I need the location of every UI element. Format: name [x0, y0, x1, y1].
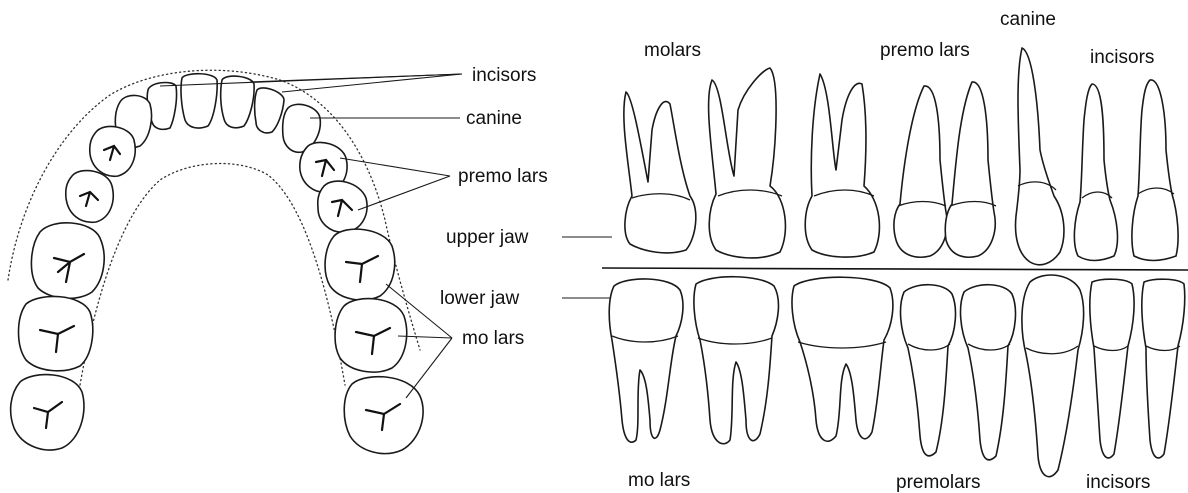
- dental-arch: [8, 70, 423, 453]
- lower-canine: [1022, 275, 1084, 477]
- upper-teeth: [624, 48, 1178, 265]
- lower-molar-3: [609, 279, 683, 442]
- lower-molar-2: [694, 277, 779, 444]
- leader-premolars-1: [340, 158, 450, 176]
- upper-premolar-2: [894, 86, 947, 257]
- upper-molar-3: [624, 92, 696, 253]
- lower-teeth: [609, 275, 1185, 477]
- upper-canine: [1016, 48, 1064, 265]
- label-arch-premolars: premo lars: [458, 166, 548, 187]
- label-arch-canine: canine: [466, 108, 522, 129]
- leader-molars-3: [406, 338, 452, 398]
- label-bottom-incisors: incisors: [1086, 472, 1150, 493]
- lower-incisor-1: [1142, 279, 1185, 458]
- lower-premolar-1: [961, 285, 1016, 460]
- lower-premolar-2: [901, 285, 956, 456]
- lower-molar-1: [792, 277, 893, 441]
- upper-premolar-1: [945, 82, 995, 257]
- arch-premolar-right-2: [318, 181, 367, 232]
- leader-incisors-3: [282, 74, 462, 92]
- arch-incisor-4: [255, 88, 284, 133]
- label-arch-incisors: incisors: [472, 65, 536, 86]
- label-upper-jaw: upper jaw: [446, 227, 529, 248]
- upper-incisor-1: [1132, 80, 1178, 261]
- label-bottom-molars: mo lars: [628, 470, 690, 491]
- upper-incisor-2: [1074, 84, 1117, 261]
- lower-incisor-2: [1090, 279, 1134, 458]
- leader-incisors-2: [250, 74, 462, 82]
- upper-molar-2: [709, 68, 786, 258]
- label-top-incisors: incisors: [1090, 47, 1154, 68]
- label-bottom-premolars: premolars: [896, 472, 980, 493]
- leader-premolars-2: [358, 176, 450, 210]
- arch-incisor-2: [181, 74, 217, 128]
- label-top-molars: molars: [644, 40, 701, 61]
- upper-molar-1: [805, 74, 879, 257]
- label-arch-molars: mo lars: [462, 328, 524, 349]
- label-lower-jaw: lower jaw: [440, 288, 519, 309]
- occlusal-plane-line: [602, 268, 1188, 270]
- label-top-premolars: premo lars: [880, 40, 970, 61]
- label-top-canine: canine: [1000, 9, 1056, 30]
- palate-outline: [80, 164, 345, 385]
